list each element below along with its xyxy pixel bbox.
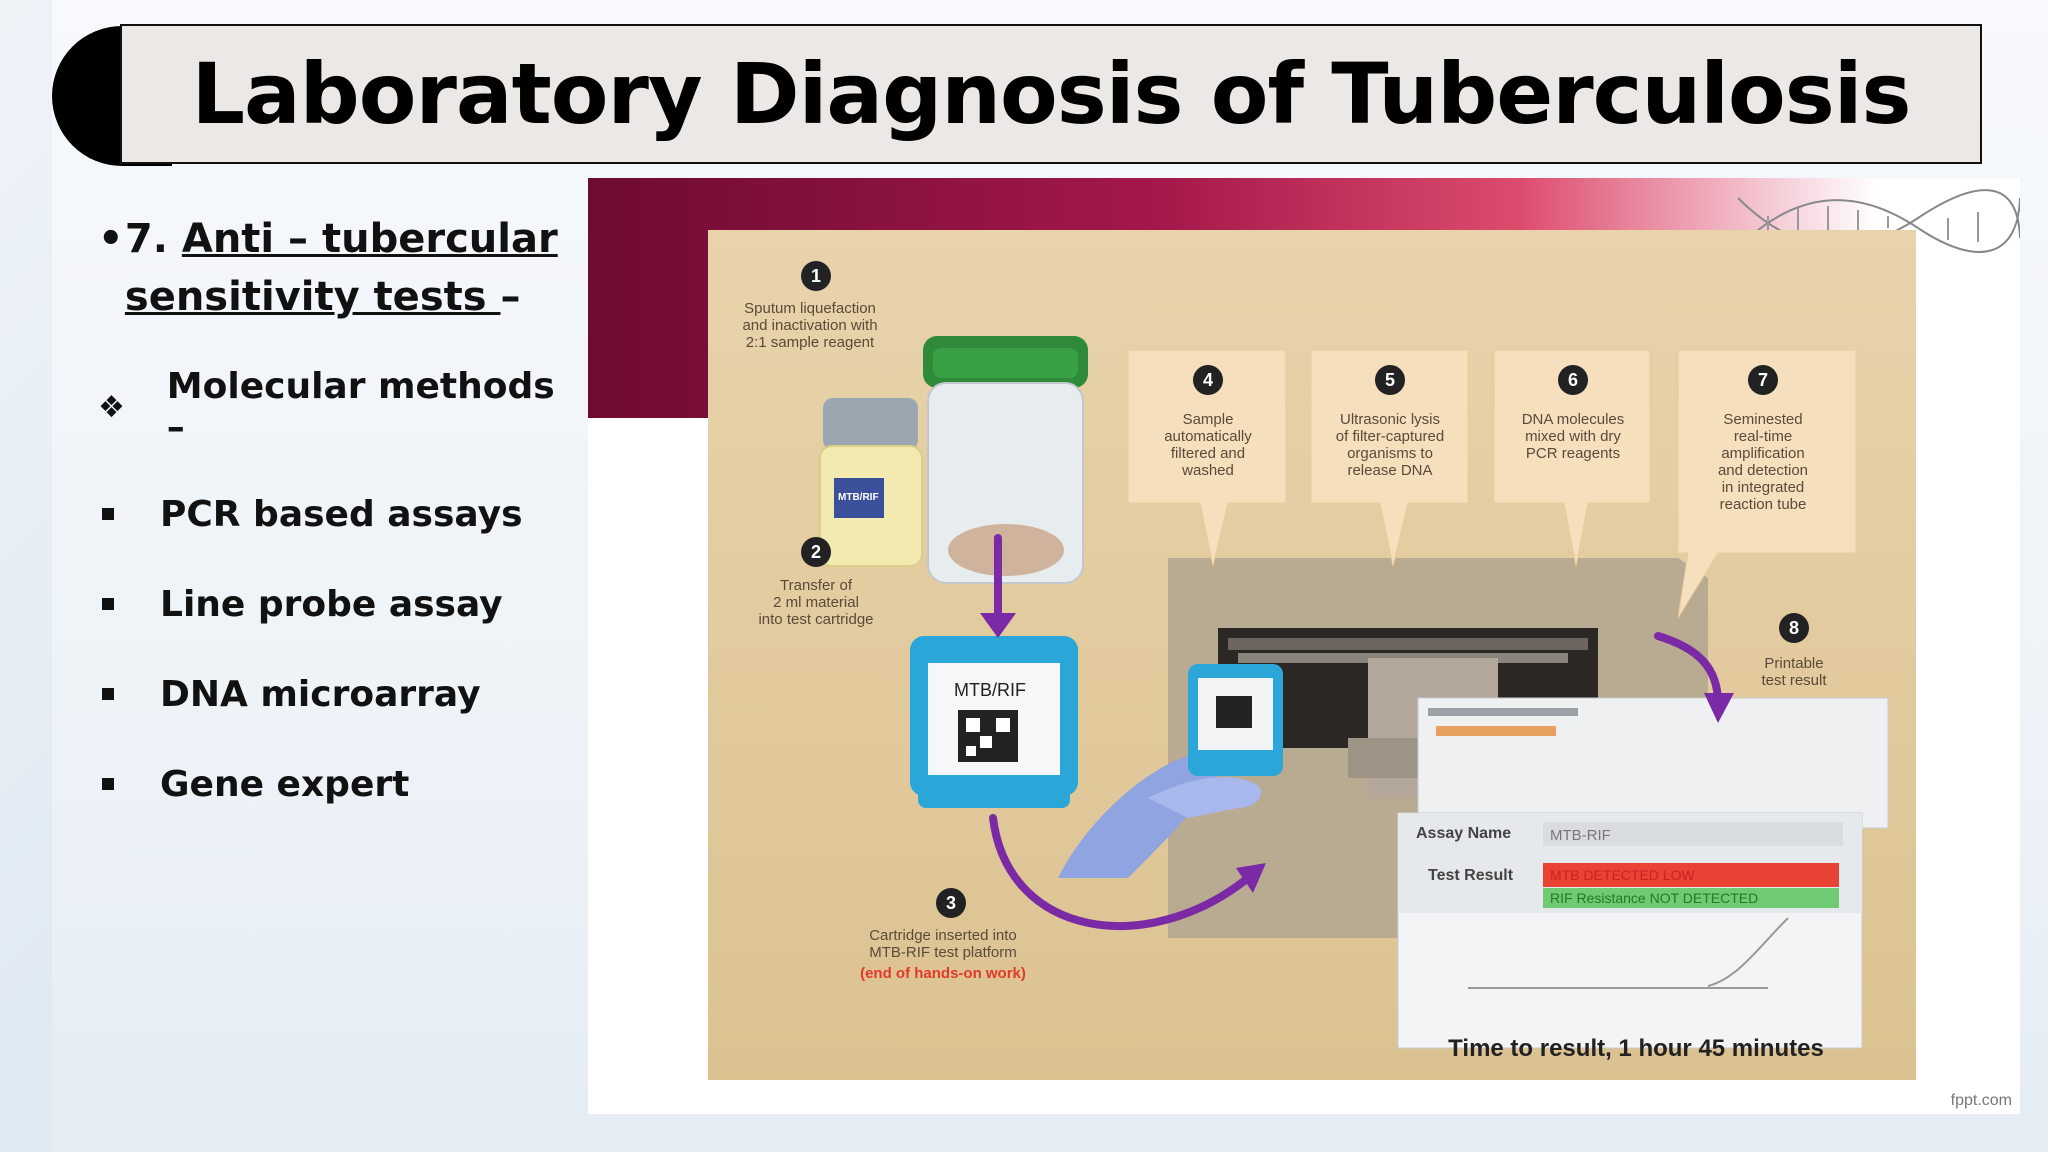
diamond-bullet-icon: ❖ bbox=[98, 389, 125, 425]
test-cartridge: MTB/RIF bbox=[910, 636, 1078, 808]
list-item-text: Gene expert bbox=[160, 763, 410, 805]
step-8-badge bbox=[1779, 613, 1809, 643]
step-4-caption-line: automatically bbox=[1164, 428, 1252, 445]
list-item: PCR based assays bbox=[98, 490, 578, 538]
step-2-number: 2 bbox=[811, 542, 821, 562]
assay-name-value: MTB-RIF bbox=[1550, 827, 1611, 844]
heading-number: 7. bbox=[124, 216, 168, 262]
bullet-heading: • 7. Anti – tubercular sensitivity tests… bbox=[98, 210, 578, 326]
step-7-badge bbox=[1748, 365, 1778, 395]
cartridge-label: MTB/RIF bbox=[954, 680, 1026, 700]
result-line-1: MTB DETECTED LOW bbox=[1550, 867, 1695, 883]
step-3-badge bbox=[936, 888, 966, 918]
list-item-text: Line probe assay bbox=[160, 583, 503, 625]
step-4-badge bbox=[1193, 365, 1223, 395]
step-5-caption-line: release DNA bbox=[1347, 462, 1432, 479]
subheading: ❖ Molecular methods – bbox=[98, 366, 578, 448]
list-item: Line probe assay bbox=[98, 580, 578, 628]
heading-suffix: – bbox=[500, 274, 521, 320]
square-bullet-icon bbox=[102, 688, 114, 700]
list-item: DNA microarray bbox=[98, 670, 578, 718]
step-4-caption-line: Sample bbox=[1183, 411, 1234, 428]
step-4-caption-line: washed bbox=[1181, 462, 1234, 479]
assay-name-label: Assay Name bbox=[1416, 825, 1511, 842]
step-7-number: 7 bbox=[1758, 370, 1768, 390]
step-7-caption-line: amplification bbox=[1721, 445, 1804, 462]
time-to-result-caption: Time to result, 1 hour 45 minutes bbox=[1448, 1035, 1824, 1062]
credit-text: fppt.com bbox=[1950, 1092, 2012, 1109]
step-4-number: 4 bbox=[1203, 370, 1213, 390]
reagent-vial: MTB/RIF bbox=[819, 398, 923, 567]
step-3-caption-line: MTB-RIF test platform bbox=[869, 944, 1017, 961]
process-arrows bbox=[989, 534, 1722, 930]
vial-label: MTB/RIF bbox=[838, 492, 879, 503]
step-1-caption-line: Sputum liquefaction bbox=[744, 300, 876, 317]
arrowheads bbox=[980, 613, 1734, 893]
step-5-badge bbox=[1375, 365, 1405, 395]
step-1-badge bbox=[801, 261, 831, 291]
step-7-caption-line: and detection bbox=[1718, 462, 1808, 479]
step-3-note: (end of hands-on work) bbox=[860, 965, 1026, 982]
step-7-caption-line: reaction tube bbox=[1720, 496, 1807, 513]
step-5-caption-line: organisms to bbox=[1347, 445, 1433, 462]
genexpert-workflow-figure: MTB/RIF MTB/RIF bbox=[588, 178, 2020, 1114]
step-2-badge bbox=[801, 537, 831, 567]
step-8-number: 8 bbox=[1789, 618, 1799, 638]
specimen-container bbox=[923, 336, 1088, 584]
step-5-caption-line: Ultrasonic lysis bbox=[1340, 411, 1440, 428]
step-3-number: 3 bbox=[946, 893, 956, 913]
step-6-caption-line: mixed with dry bbox=[1525, 428, 1621, 445]
step-8-caption-line: Printable bbox=[1764, 655, 1823, 672]
step-5-caption-line: of filter-captured bbox=[1336, 428, 1444, 445]
square-bullet-icon bbox=[102, 598, 114, 610]
heading-underlined-text: Anti – tubercular sensitivity tests bbox=[124, 216, 558, 320]
list-item-text: DNA microarray bbox=[160, 673, 481, 715]
step-7-caption-line: Seminested bbox=[1723, 411, 1802, 428]
step-7-caption-line: in integrated bbox=[1722, 479, 1805, 496]
step-callouts bbox=[1127, 349, 1857, 619]
result-printout: Assay Name MTB-RIF Test Result MTB DETEC… bbox=[1397, 697, 1889, 1049]
step-6-badge bbox=[1558, 365, 1588, 395]
square-bullet-icon bbox=[102, 778, 114, 790]
bullet-dot-icon: • bbox=[98, 216, 124, 262]
list-item: Gene expert bbox=[98, 760, 578, 808]
bullet-list: • 7. Anti – tubercular sensitivity tests… bbox=[98, 210, 578, 808]
step-2-caption-line: 2 ml material bbox=[773, 594, 859, 611]
step-5-number: 5 bbox=[1385, 370, 1395, 390]
step-1-caption-line: 2:1 sample reagent bbox=[746, 334, 875, 351]
title-banner: Laboratory Diagnosis of Tuberculosis bbox=[120, 24, 1982, 164]
subheading-text: Molecular methods – bbox=[166, 366, 555, 448]
step-1-caption-line: and inactivation with bbox=[742, 317, 877, 334]
step-2-caption-line: into test cartridge bbox=[758, 611, 873, 628]
step-6-caption-line: DNA molecules bbox=[1522, 411, 1625, 428]
step-6-number: 6 bbox=[1568, 370, 1578, 390]
heading-text: 7. Anti – tubercular sensitivity tests – bbox=[125, 210, 578, 326]
test-result-label: Test Result bbox=[1428, 867, 1514, 884]
page-title: Laboratory Diagnosis of Tuberculosis bbox=[191, 45, 1911, 143]
workflow-illustration: MTB/RIF MTB/RIF bbox=[742, 261, 1889, 1062]
step-2-caption-line: Transfer of bbox=[780, 577, 853, 594]
step-7-caption-line: real-time bbox=[1734, 428, 1792, 445]
square-bullet-icon bbox=[102, 508, 114, 520]
step-4-caption-line: filtered and bbox=[1171, 445, 1245, 462]
hand-with-cartridge bbox=[1058, 664, 1283, 878]
step-6-caption-line: PCR reagents bbox=[1526, 445, 1620, 462]
step-8-caption-line: test result bbox=[1761, 672, 1827, 689]
list-item-text: PCR based assays bbox=[160, 493, 523, 535]
result-line-2: RIF Resistance NOT DETECTED bbox=[1550, 890, 1758, 906]
step-3-caption-line: Cartridge inserted into bbox=[869, 927, 1017, 944]
step-1-number: 1 bbox=[811, 266, 821, 286]
